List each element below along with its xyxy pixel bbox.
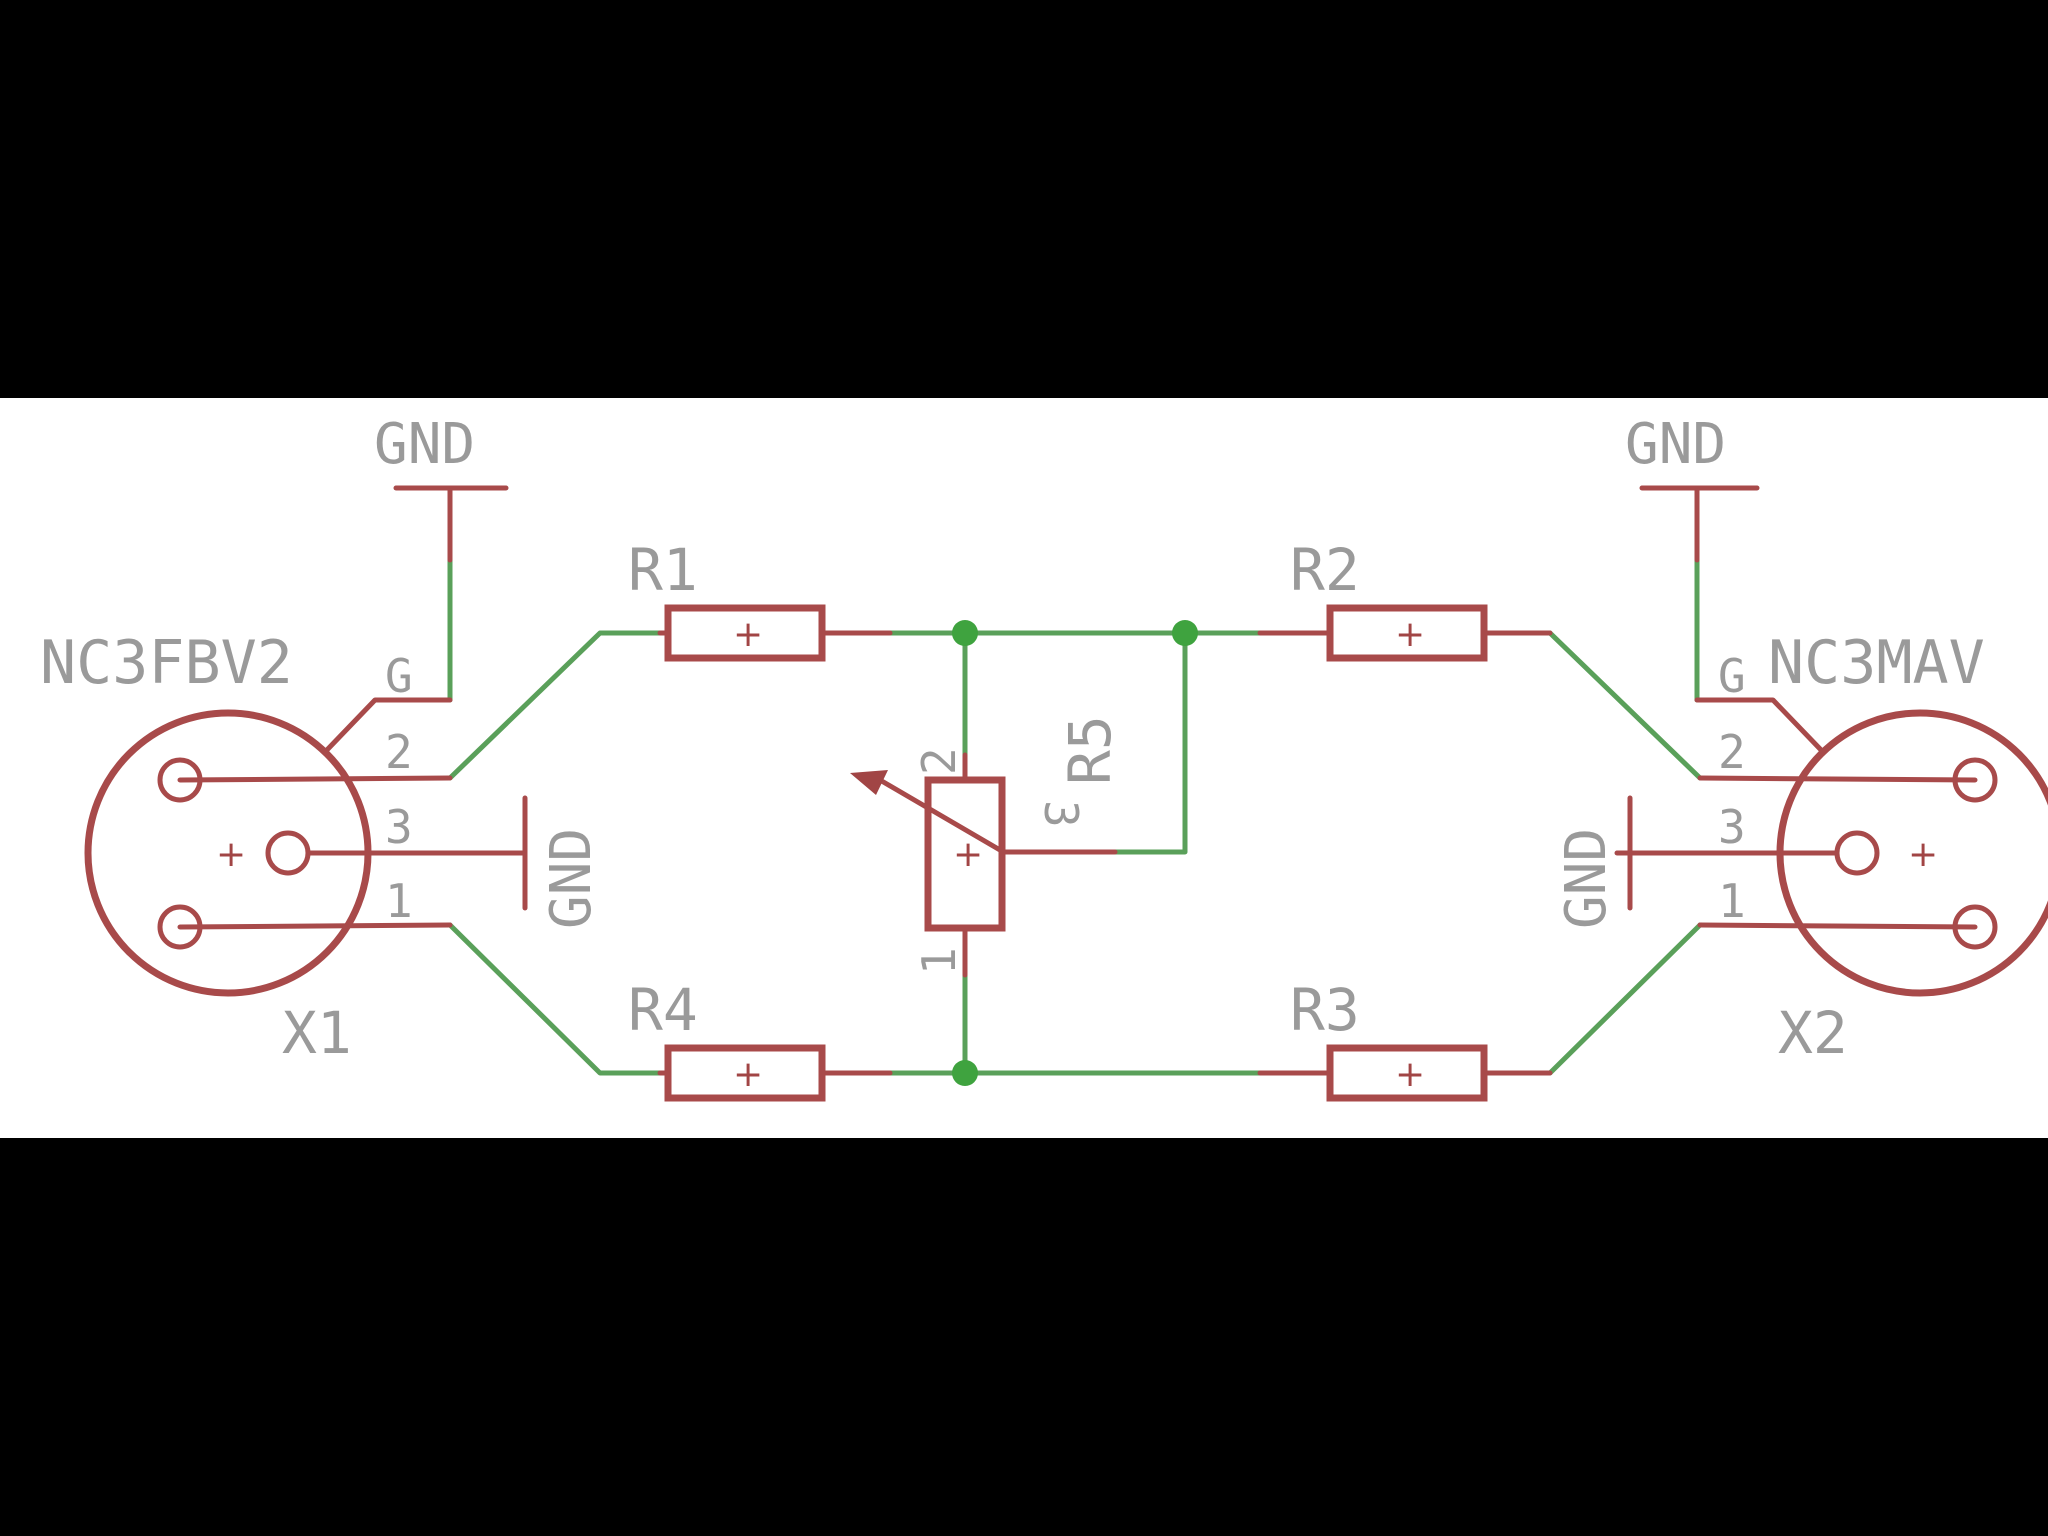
x2-pin2-label: 2: [1718, 725, 1746, 779]
x1-ref-label: X1: [282, 999, 352, 1067]
x2-ref-label: X2: [1778, 999, 1848, 1067]
r5-pin1-label: 1: [912, 947, 966, 975]
resistor-r3[interactable]: + R3: [1257, 976, 1553, 1102]
resistor-r1[interactable]: + R1: [628, 536, 893, 662]
r5-label: R5: [1056, 715, 1124, 785]
r4-label: R4: [628, 976, 698, 1044]
x2-lead-pin1: [1697, 922, 1978, 930]
x1-pin1-label: 1: [385, 874, 413, 928]
r2-label: R2: [1290, 536, 1360, 604]
x1-origin-mark: +: [216, 834, 246, 875]
x1-pin2-label: 2: [385, 725, 413, 779]
wire-x1-pin2-to-r1: [447, 630, 663, 781]
resistor-r4[interactable]: + R4: [628, 976, 893, 1102]
wires: [447, 557, 1703, 1086]
gnd-symbol-x2-shield: GND: [1625, 412, 1760, 563]
x2-pin-g-label: G: [1718, 649, 1746, 703]
x1-part-label: NC3FBV2: [40, 628, 293, 698]
connector-x2[interactable]: + NC3MAV X2 G 2 3 1: [1614, 628, 2048, 1067]
r2-origin-mark: +: [1395, 614, 1425, 655]
r5-arrow-shaft: [877, 777, 1003, 853]
x2-lead-pin2: [1697, 775, 1978, 783]
gnd-label-x1-shield: GND: [374, 412, 475, 477]
x2-pin1-label: 1: [1718, 874, 1746, 928]
wire-x1-pin1-to-r4: [447, 922, 663, 1076]
connector-x1[interactable]: + NC3FBV2 X1 G 2 3 1: [40, 628, 528, 1067]
x1-lead-pin2: [177, 775, 453, 783]
r3-origin-mark: +: [1395, 1054, 1425, 1095]
r5-pin2-label: 2: [912, 747, 966, 775]
junction-wiper-r2: [1172, 620, 1198, 646]
r5-arrow-icon: [850, 770, 888, 795]
wire-pot-wiper: [1112, 630, 1188, 855]
gnd-symbol-x1-shield: GND: [374, 412, 509, 563]
r5-pin3-label: 3: [1034, 800, 1088, 828]
x1-lead-pin1: [177, 922, 453, 930]
wire-r3-to-x2-pin1: [1547, 922, 1703, 1076]
x1-pin3-label: 3: [385, 800, 413, 854]
x2-pin3-label: 3: [1718, 800, 1746, 854]
x1-pin-g-label: G: [385, 649, 413, 703]
r3-label: R3: [1290, 976, 1360, 1044]
x2-lead-shield: [1694, 697, 1826, 755]
junction-r4-pot: [952, 1060, 978, 1086]
x1-lead-shield: [322, 697, 453, 755]
r4-origin-mark: +: [733, 1054, 763, 1095]
junction-r1-pot: [952, 620, 978, 646]
gnd-label-x2-pin3: GND: [1554, 828, 1619, 929]
potentiometer-r5[interactable]: + R5 2 3 1: [850, 715, 1124, 978]
x2-part-label: NC3MAV: [1768, 628, 1985, 698]
gnd-label-x2-shield: GND: [1625, 412, 1726, 477]
resistor-r2[interactable]: + R2: [1257, 536, 1553, 662]
r5-origin-mark: +: [953, 834, 983, 875]
gnd-label-x1-pin3: GND: [539, 828, 604, 929]
r1-origin-mark: +: [733, 614, 763, 655]
gnd-symbol-x2-pin3: GND: [1554, 795, 1633, 929]
r1-label: R1: [628, 536, 698, 604]
x2-origin-mark: +: [1908, 834, 1938, 875]
gnd-symbol-x1-pin3: GND: [522, 795, 604, 929]
wire-r2-to-x2-pin2: [1547, 630, 1703, 781]
